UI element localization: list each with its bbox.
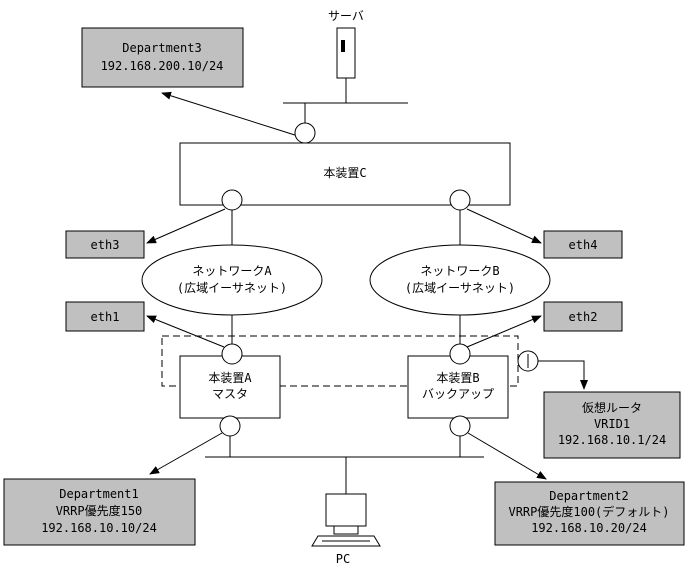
virtual-router-vrid: VRID1: [594, 417, 630, 431]
device-a-port-bottom: [219, 415, 241, 437]
server-label: サーバ: [328, 9, 364, 23]
eth4-arrow: [466, 208, 542, 244]
department2-priority: VRRP優先度100(デフォルト): [508, 504, 669, 519]
network-a-type: (広域イーサネット): [177, 281, 287, 295]
network-b: ネットワークB (広域イーサネット): [369, 244, 551, 316]
device-a-label: 本装置A: [208, 371, 252, 385]
device-b: 本装置B バックアップ: [407, 355, 509, 419]
network-a-name: ネットワークA: [192, 264, 272, 278]
eth3-label: eth3: [91, 238, 120, 252]
device-a-port-top: [221, 343, 243, 365]
department1-ip: 192.168.10.10/24: [41, 521, 157, 535]
department1-arrow: [149, 432, 223, 475]
department1-name: Department1: [59, 487, 138, 501]
pc-label: PC: [336, 552, 350, 566]
eth2-arrow: [466, 315, 542, 348]
device-b-port-bottom: [449, 415, 471, 437]
device-c-label: 本装置C: [323, 166, 366, 180]
department3-box: Department3 192.168.200.10/24: [81, 27, 244, 88]
eth1-arrow: [146, 315, 225, 348]
device-b-role: バックアップ: [422, 387, 494, 401]
pc-icon: [311, 493, 381, 547]
eth3-box: eth3: [65, 230, 145, 259]
device-c-port-right: [449, 189, 471, 211]
eth1-box: eth1: [65, 301, 145, 332]
department3-name: Department3: [122, 41, 201, 55]
department2-name: Department2: [549, 489, 628, 503]
department1-priority: VRRP優先度150: [56, 503, 143, 518]
department3-ip: 192.168.200.10/24: [101, 59, 224, 73]
device-c-port-top: [294, 122, 316, 144]
department3-arrow: [161, 91, 299, 137]
device-b-port-top: [449, 343, 471, 365]
department2-arrow: [467, 432, 547, 480]
eth3-arrow: [146, 208, 226, 244]
server-drive-slot: [341, 40, 345, 52]
network-b-type: (広域イーサネット): [405, 281, 515, 295]
server-icon: [336, 27, 356, 79]
department2-ip: 192.168.10.20/24: [531, 521, 647, 535]
device-c-port-left: [221, 189, 243, 211]
department2-box: Department2 VRRP優先度100(デフォルト) 192.168.10…: [494, 481, 685, 546]
eth1-label: eth1: [91, 310, 120, 324]
virtual-router-title: 仮想ルータ: [582, 400, 642, 415]
eth2-box: eth2: [543, 301, 623, 332]
device-a-role: マスタ: [212, 387, 248, 401]
server-node: サーバ: [328, 9, 364, 103]
device-b-label: 本装置B: [436, 371, 479, 385]
device-a: 本装置A マスタ: [179, 355, 281, 419]
virtual-router-box: 仮想ルータ VRID1 192.168.10.1/24: [543, 391, 681, 459]
eth2-label: eth2: [569, 310, 598, 324]
virtual-router-ip: 192.168.10.1/24: [558, 433, 666, 447]
eth4-box: eth4: [543, 230, 623, 259]
eth4-label: eth4: [569, 238, 598, 252]
network-b-name: ネットワークB: [420, 264, 499, 278]
department1-box: Department1 VRRP優先度150 192.168.10.10/24: [3, 478, 196, 546]
network-a: ネットワークA (広域イーサネット): [141, 244, 323, 316]
virtual-router-arrow: [538, 360, 588, 390]
